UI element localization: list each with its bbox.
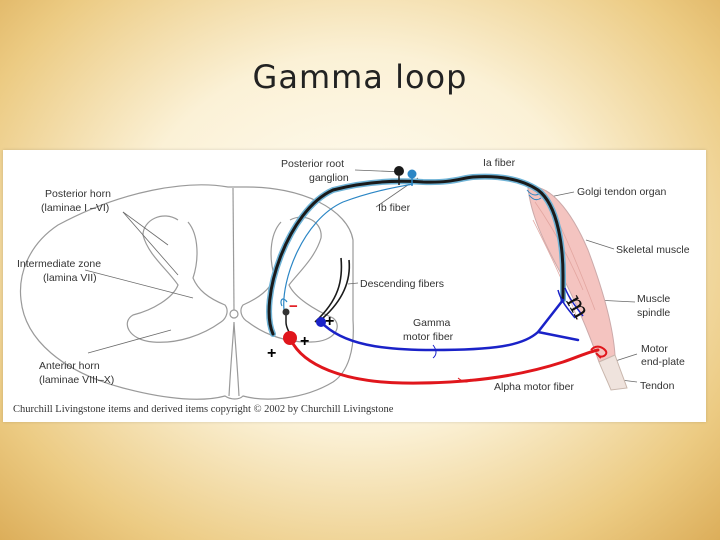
descending-fiber-2	[322, 259, 351, 319]
alpha-motor-neuron	[283, 331, 297, 345]
spinal-cord-outline	[19, 184, 354, 400]
skeletal-muscle	[527, 186, 616, 363]
posterior-root-ganglion-label-line2: ganglion	[309, 172, 349, 184]
diagram-labels: Posterior horn (laminae I –VI) Intermedi…	[17, 157, 690, 393]
interneuron-cell-body	[282, 308, 290, 316]
posterior-median-sulcus	[232, 187, 235, 311]
gamma-label: Gamma	[413, 317, 451, 329]
tendon-shape	[598, 354, 628, 391]
gamma-motor-fiber-label: motor fiber	[403, 331, 454, 343]
plus-sign-gamma: +	[300, 333, 309, 350]
alpha-motor-fiber-path	[289, 338, 600, 385]
descending-fiber-1	[314, 257, 343, 323]
skeletal-muscle-label: Skeletal muscle	[616, 244, 690, 256]
descending-fibers-label: Descending fibers	[360, 278, 444, 290]
muscle-spindle-shape	[557, 287, 584, 319]
gamma-fiber-marker	[432, 344, 437, 359]
posterior-horn-laminae-label: (laminae I –VI)	[41, 202, 109, 214]
central-canal	[229, 309, 239, 319]
slide-title: Gamma loop	[252, 58, 468, 96]
golgi-tendon-organ	[526, 189, 542, 201]
ia-fiber-path	[267, 175, 565, 336]
alpha-fiber-marker	[457, 377, 472, 383]
tendon-label: Tendon	[640, 380, 675, 392]
gamma-loop-figure: + + + − m Posterior horn (laminae I –VI)…	[3, 150, 706, 422]
posterior-root-ganglion-cells	[394, 166, 417, 186]
spinal-cord-cross-section	[19, 184, 354, 400]
anterior-median-fissure	[228, 321, 240, 397]
gamma-motor-fiber-path	[319, 298, 580, 352]
motor-label: Motor	[641, 343, 668, 355]
ib-fiber-path	[283, 183, 414, 311]
motor-end-plate-shape	[590, 345, 608, 359]
ia-fiber-label: Ia fiber	[483, 157, 516, 169]
intermediate-zone-label: Intermediate zone	[17, 258, 101, 270]
posterior-root-ganglion-label: Posterior root	[281, 158, 344, 170]
plus-sign-descending: +	[325, 313, 334, 330]
plus-sign-alpha: +	[267, 345, 276, 362]
minus-sign-inhibitory: −	[289, 298, 298, 315]
muscle-spindle-label-line2: spindle	[637, 307, 670, 319]
gamma-loop-diagram: + + + − m Posterior horn (laminae I –VI)…	[13, 157, 690, 415]
gray-matter-left	[126, 215, 228, 343]
ib-fiber-terminal	[280, 298, 288, 307]
copyright-credit: Churchill Livingstone items and derived …	[13, 404, 394, 415]
ib-fiber-label: Ib fiber	[378, 202, 411, 214]
anterior-horn-laminae-label: (laminae VIII–X)	[39, 374, 114, 386]
end-plate-label: end-plate	[641, 356, 685, 368]
muscle-spindle-label: Muscle	[637, 293, 670, 305]
gamma-motor-neuron	[316, 317, 326, 327]
gray-matter-right	[240, 216, 338, 343]
anterior-horn-label: Anterior horn	[39, 360, 100, 372]
alpha-motor-fiber-label: Alpha motor fiber	[494, 381, 574, 393]
golgi-tendon-organ-label: Golgi tendon organ	[577, 186, 666, 198]
posterior-horn-label: Posterior horn	[45, 188, 111, 200]
intermediate-zone-lamina-label: (lamina VII)	[43, 272, 97, 284]
